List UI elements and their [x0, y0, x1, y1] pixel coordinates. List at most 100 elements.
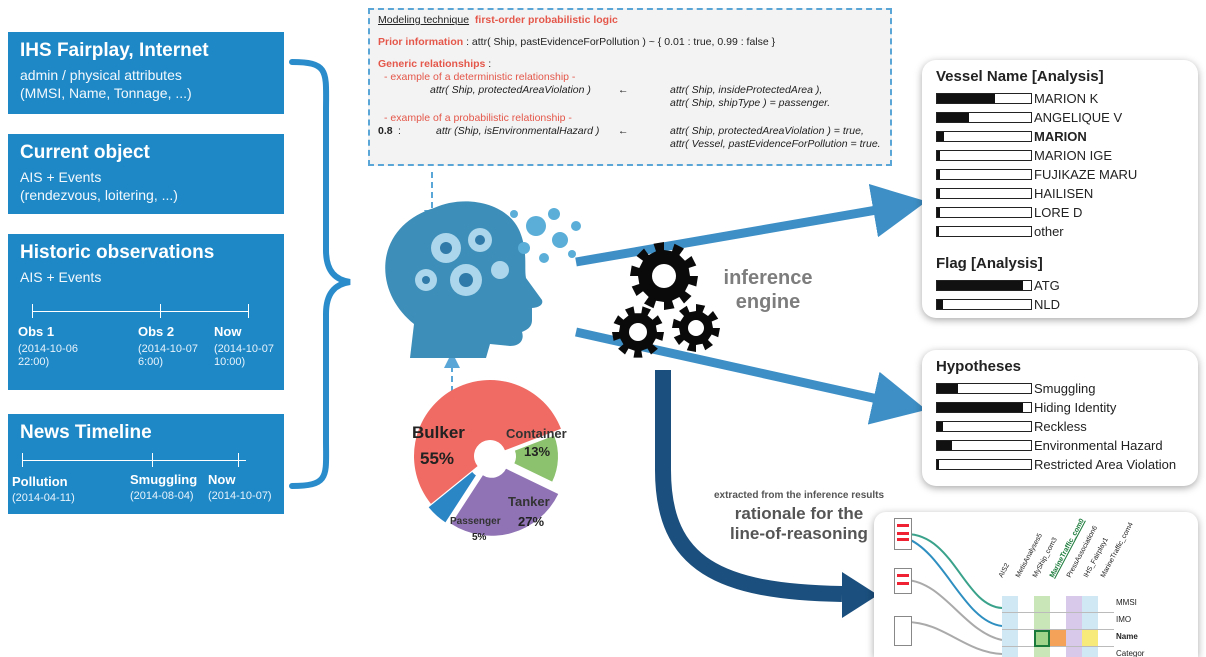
historic-tick-3 — [248, 304, 249, 318]
hypothesis-bar-fill — [937, 422, 943, 431]
vessel-bar — [936, 131, 1032, 142]
table-cell[interactable] — [1034, 647, 1050, 657]
prior-info-label: Prior information — [378, 36, 464, 48]
pie-value-passenger: 5% — [472, 532, 487, 543]
table-cell[interactable] — [1018, 630, 1034, 647]
table-cell[interactable] — [1082, 630, 1098, 647]
hypothesis-bar — [936, 402, 1032, 413]
vessel-panel-title: Vessel Name [Analysis] — [936, 68, 1104, 85]
table-cell[interactable] — [1082, 596, 1098, 613]
det-example-label: - example of a deterministic relationshi… — [384, 71, 576, 83]
hypothesis-bar-fill — [937, 384, 958, 393]
modeling-technique-label: Modeling technique — [378, 14, 470, 26]
vessel-row: LORE D — [936, 203, 1184, 222]
table-cell[interactable] — [1002, 647, 1018, 657]
hypothesis-bar — [936, 383, 1032, 394]
table-cell[interactable] — [1050, 596, 1066, 613]
flag-panel-title: Flag [Analysis] — [936, 255, 1043, 272]
table-cell[interactable] — [1018, 647, 1034, 657]
det-arrow: ← — [618, 84, 629, 96]
pie-label-container: Container — [506, 426, 567, 441]
hypothesis-bar-fill — [937, 460, 939, 469]
table-cell[interactable] — [1018, 613, 1034, 630]
table-cell[interactable] — [1050, 647, 1066, 657]
gear-large-hole — [652, 264, 676, 288]
historic-now-date: (2014-10-07 10:00) — [214, 343, 274, 369]
det-body2: attr( Ship, shipType ) = passenger. — [670, 97, 831, 109]
vessel-bar-fill — [937, 208, 940, 217]
flag-bar-fill — [937, 281, 1024, 290]
table-cell[interactable] — [1066, 647, 1082, 657]
ship-type-pie-chart: Bulker55%Container13%Tanker27%Passenger5… — [412, 380, 567, 543]
news-tick-2 — [152, 453, 153, 467]
news-tick-1 — [22, 453, 23, 467]
vessel-row: MARION IGE — [936, 146, 1184, 165]
table-cell[interactable] — [1066, 630, 1082, 647]
pie-label-tanker: Tanker — [508, 494, 550, 509]
table-cell[interactable] — [1066, 596, 1082, 613]
table-cell[interactable] — [1002, 613, 1018, 630]
vessel-label: ANGELIQUE V — [1034, 110, 1123, 125]
vessel-row: other — [936, 222, 1184, 241]
table-links — [905, 533, 1003, 655]
hypothesis-row: Smuggling — [936, 379, 1184, 398]
news-smuggling-date: (2014-08-04) — [130, 490, 194, 502]
vessel-label: HAILISEN — [1034, 186, 1094, 201]
vessel-bar-fill — [937, 151, 940, 160]
table-cell[interactable] — [1082, 647, 1098, 657]
table-cell[interactable] — [1098, 613, 1114, 630]
news-pollution-date: (2014-04-11) — [12, 492, 75, 504]
vessel-bar-fill — [937, 132, 944, 141]
table-cell[interactable] — [1050, 630, 1066, 647]
vessel-bar — [936, 226, 1032, 237]
prob-example-label: - example of a probabilistic relationshi… — [384, 112, 572, 124]
pie-value-bulker: 55% — [420, 449, 454, 468]
vessel-bar-fill — [937, 170, 940, 179]
brain-head-illustration — [385, 201, 581, 358]
vessel-label: FUJIKAZE MARU — [1034, 167, 1138, 182]
source-current-line2: (rendezvous, loitering, ...) — [20, 187, 178, 203]
hypothesis-row: Hiding Identity — [936, 398, 1184, 417]
arrow-to-rationale-table — [655, 370, 843, 602]
flag-bar — [936, 299, 1032, 310]
vessel-bar — [936, 93, 1032, 104]
news-now-date: (2014-10-07) — [208, 490, 272, 502]
float-gear-7 — [568, 250, 576, 258]
table-cell[interactable] — [1018, 596, 1034, 613]
hypothesis-label: Environmental Hazard — [1034, 438, 1163, 453]
news-tick-3 — [238, 453, 239, 467]
prob-weight: 0.8 — [378, 125, 393, 137]
table-cell[interactable] — [1082, 613, 1098, 630]
historic-timeline-axis — [32, 311, 248, 312]
table-cell[interactable] — [1034, 630, 1050, 647]
table-cell[interactable] — [1050, 613, 1066, 630]
doc-icon-1 — [894, 518, 912, 550]
table-cell[interactable] — [1002, 596, 1018, 613]
source-historic-card: Historic observations AIS + Events Obs 1… — [8, 234, 284, 390]
brain-gear-hub-3 — [422, 276, 430, 284]
table-cell[interactable] — [1066, 613, 1082, 630]
vessel-bar — [936, 112, 1032, 123]
historic-obs1-date1: (2014-10-06 — [18, 343, 78, 355]
source-ihs-line2: (MMSI, Name, Tonnage, ...) — [20, 85, 192, 101]
historic-obs1-label: Obs 1 — [18, 324, 55, 339]
vessel-bar-fill — [937, 94, 996, 103]
flag-bar-fill — [937, 300, 943, 309]
table-cell[interactable] — [1002, 630, 1018, 647]
source-ihs-line1: admin / physical attributes — [20, 67, 182, 83]
vessel-label: LORE D — [1034, 205, 1083, 220]
source-current-card: Current object AIS + Events (rendezvous,… — [8, 134, 284, 214]
table-cell[interactable] — [1098, 630, 1114, 647]
vessel-bar — [936, 207, 1032, 218]
pie-slice-tanker — [451, 468, 559, 536]
vessel-row: HAILISEN — [936, 184, 1184, 203]
news-timeline-axis — [22, 460, 246, 461]
pie-value-container: 13% — [524, 444, 550, 459]
historic-obs2-date2: 6:00) — [138, 356, 164, 368]
table-cell[interactable] — [1034, 596, 1050, 613]
table-cell[interactable] — [1034, 613, 1050, 630]
table-cell[interactable] — [1098, 596, 1114, 613]
table-cell[interactable] — [1098, 647, 1114, 657]
gear-medium-hole — [629, 323, 647, 341]
